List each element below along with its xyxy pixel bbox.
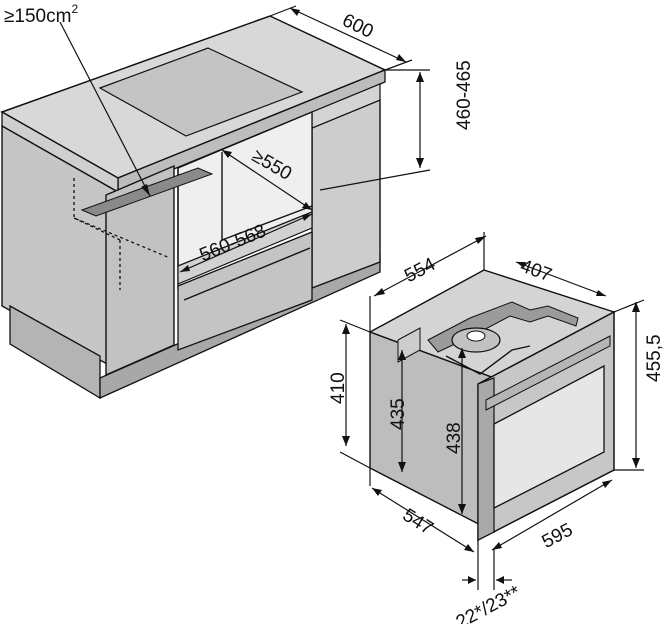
oven-height-side-label: 410: [328, 372, 349, 404]
oven-inner-435-label: 435: [388, 398, 409, 430]
oven-width-bottom-label: 595: [539, 519, 577, 552]
worktop-height-label: 460-465: [454, 60, 475, 130]
cabinet-front-right: [311, 98, 381, 290]
oven-depth-top-label: 407: [517, 256, 554, 287]
oven-front-lip: [477, 377, 495, 541]
oven-height-front-label: 455,5: [644, 334, 665, 382]
oven-inner-438-label: 438: [444, 422, 465, 454]
vent-leader-line: [59, 21, 151, 197]
cabinet-unit: [0, 15, 387, 400]
oven-unit: [368, 269, 616, 542]
cabinet-depth-label: 600: [339, 10, 377, 43]
vent-area-label: ≥150cm2: [4, 2, 78, 27]
niche-floor: [177, 211, 313, 285]
oven-depth-bottom-label: 547: [399, 505, 437, 540]
hob-plate: [98, 47, 304, 137]
oven-width-top-label: 554: [401, 254, 439, 287]
front-thickness-label: 22*/23**: [453, 582, 525, 624]
oven-window: [493, 364, 605, 510]
